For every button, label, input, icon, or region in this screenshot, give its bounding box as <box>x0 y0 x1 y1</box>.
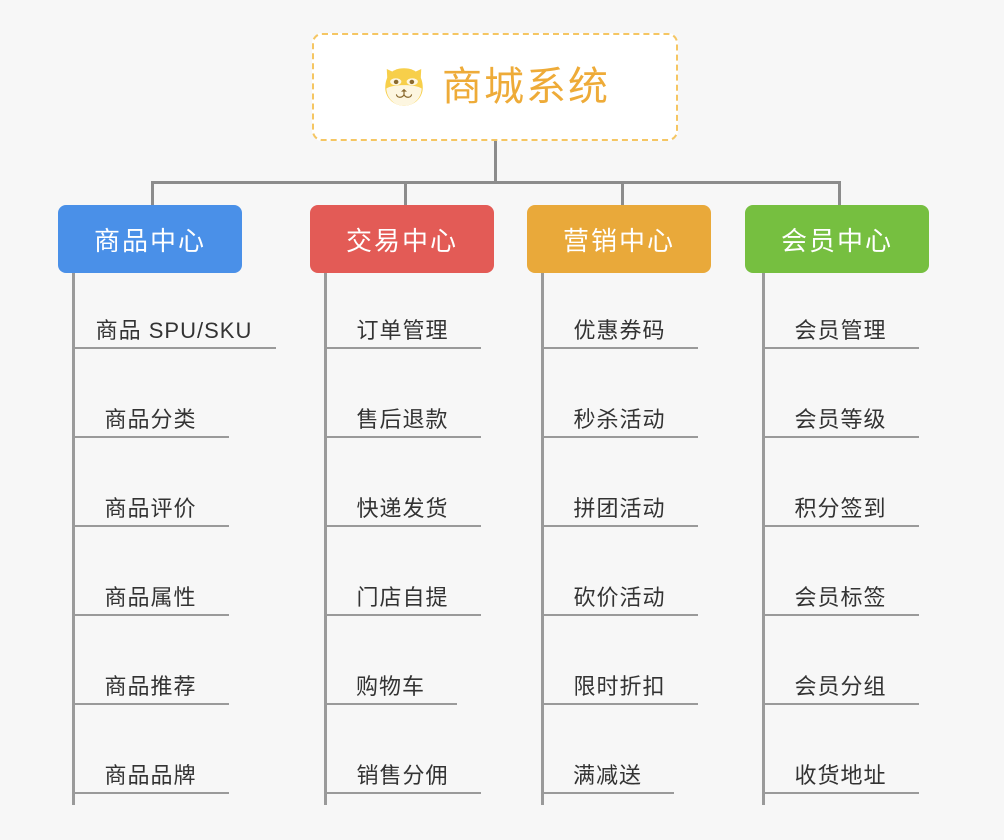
leaf-item[interactable]: 会员管理 <box>762 293 919 349</box>
trunk-line-4 <box>762 273 765 805</box>
leaf-item[interactable]: 商品评价 <box>72 471 229 527</box>
category-label: 营销中心 <box>562 225 675 256</box>
leaf-label: 秒杀活动 <box>573 406 666 432</box>
leaf-label: 商品分类 <box>104 406 197 432</box>
leaf-label: 拼团活动 <box>573 495 666 521</box>
leaf-label: 满减送 <box>572 762 642 788</box>
leaf-item[interactable]: 收货地址 <box>762 738 919 794</box>
category-header-4[interactable]: 会员中心 <box>745 205 929 273</box>
leaf-item[interactable]: 积分签到 <box>762 471 919 527</box>
connector-drop-1 <box>151 181 154 205</box>
leaf-label: 会员等级 <box>794 406 887 432</box>
leaf-item[interactable]: 秒杀活动 <box>541 382 698 438</box>
leaf-label: 限时折扣 <box>573 673 666 699</box>
leaf-item[interactable]: 商品 SPU/SKU <box>72 293 276 349</box>
leaf-item[interactable]: 限时折扣 <box>541 649 698 705</box>
leaf-label: 积分签到 <box>794 495 887 521</box>
leaf-item[interactable]: 门店自提 <box>324 560 481 616</box>
leaf-label: 商品 SPU/SKU <box>95 317 253 343</box>
leaf-label: 优惠券码 <box>573 317 666 343</box>
connector-drop-3 <box>621 181 624 205</box>
connector-drop-2 <box>404 181 407 205</box>
leaf-item[interactable]: 会员标签 <box>762 560 919 616</box>
shiba-dog-face-icon <box>385 68 423 106</box>
leaf-item[interactable]: 商品品牌 <box>72 738 229 794</box>
leaf-item[interactable]: 商品属性 <box>72 560 229 616</box>
trunk-line-2 <box>324 273 327 805</box>
category-label: 会员中心 <box>780 225 893 256</box>
leaf-label: 商品品牌 <box>104 762 197 788</box>
leaf-label: 砍价活动 <box>573 584 666 610</box>
leaf-item[interactable]: 售后退款 <box>324 382 481 438</box>
leaf-label: 收货地址 <box>794 762 887 788</box>
leaf-item[interactable]: 砍价活动 <box>541 560 698 616</box>
leaf-item[interactable]: 会员分组 <box>762 649 919 705</box>
trunk-line-3 <box>541 273 544 805</box>
category-label: 商品中心 <box>93 225 206 256</box>
connector-horizontal-bus <box>151 181 841 184</box>
leaf-label: 商品推荐 <box>104 673 197 699</box>
root-title: 商城系统 <box>442 65 610 109</box>
connector-drop-4 <box>838 181 841 205</box>
leaf-label: 会员分组 <box>794 673 887 699</box>
leaf-item[interactable]: 优惠券码 <box>541 293 698 349</box>
leaf-label: 订单管理 <box>356 317 449 343</box>
leaf-item[interactable]: 商品分类 <box>72 382 229 438</box>
leaf-label: 售后退款 <box>356 406 449 432</box>
category-header-3[interactable]: 营销中心 <box>527 205 711 273</box>
leaf-label: 会员管理 <box>794 317 887 343</box>
leaf-item[interactable]: 商品推荐 <box>72 649 229 705</box>
category-header-2[interactable]: 交易中心 <box>310 205 494 273</box>
category-label: 交易中心 <box>345 225 458 256</box>
leaf-item[interactable]: 销售分佣 <box>324 738 481 794</box>
leaf-label: 会员标签 <box>794 584 887 610</box>
leaf-item[interactable]: 拼团活动 <box>541 471 698 527</box>
leaf-label: 商品评价 <box>104 495 197 521</box>
leaf-label: 快递发货 <box>356 495 449 521</box>
leaf-label: 商品属性 <box>104 584 197 610</box>
leaf-item[interactable]: 满减送 <box>541 738 674 794</box>
leaf-label: 购物车 <box>355 673 425 699</box>
leaf-item[interactable]: 购物车 <box>324 649 457 705</box>
leaf-label: 销售分佣 <box>356 762 449 788</box>
trunk-line-1 <box>72 273 75 805</box>
leaf-item[interactable]: 快递发货 <box>324 471 481 527</box>
category-header-1[interactable]: 商品中心 <box>58 205 242 273</box>
leaf-label: 门店自提 <box>356 584 449 610</box>
leaf-item[interactable]: 订单管理 <box>324 293 481 349</box>
root-node[interactable]: 商城系统 <box>312 33 678 141</box>
leaf-item[interactable]: 会员等级 <box>762 382 919 438</box>
connector-root-stem <box>494 141 497 181</box>
